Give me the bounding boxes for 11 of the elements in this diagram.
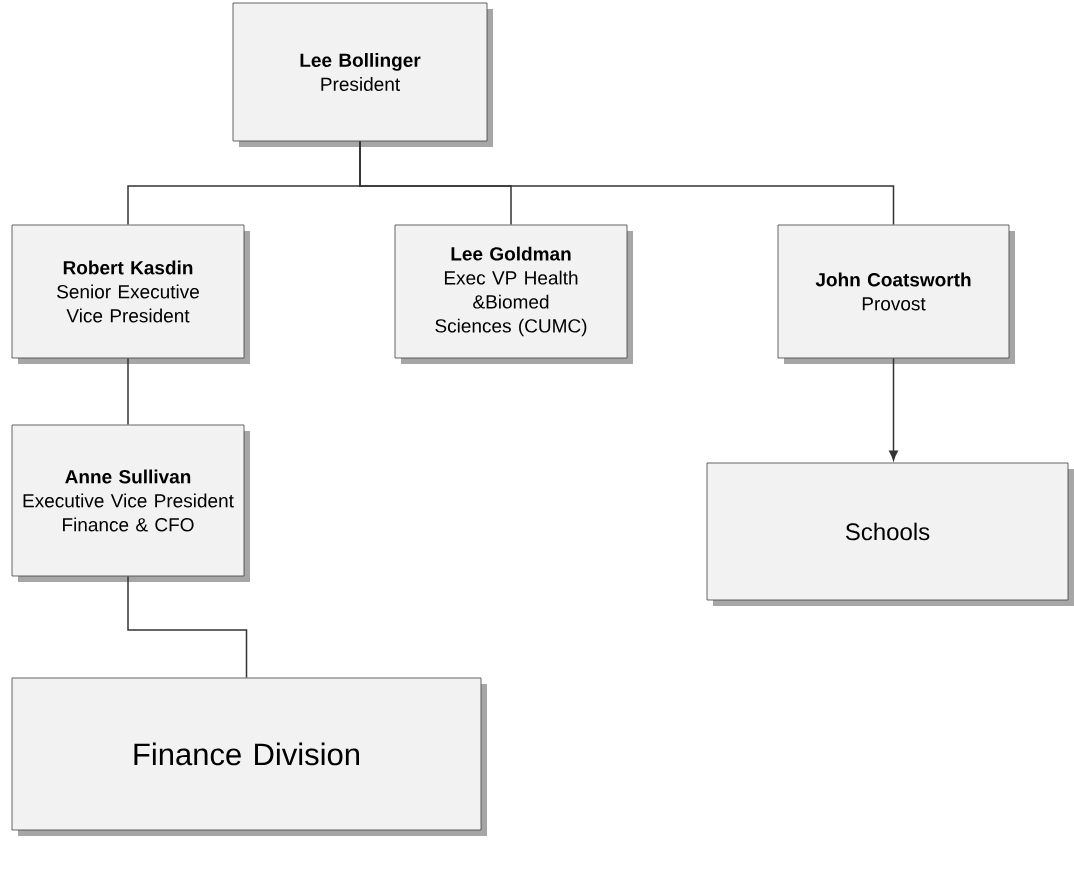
org-box: John Coatsworth Provost — [777, 224, 1015, 364]
org-box: Schools — [706, 462, 1074, 606]
org-box: Robert Kasdin Senior Executive Vice President — [11, 224, 250, 364]
connector — [889, 357, 898, 461]
connector — [127, 357, 129, 426]
org-box: Lee Goldman Exec VP Health &Biomed Sciences (CUMC) — [394, 224, 633, 364]
connector — [127, 575, 248, 679]
org-box: Finance Division — [11, 677, 487, 836]
org-box: Lee Bollinger President — [232, 2, 493, 147]
org-box: Anne Sullivan Executive Vice President Finance & CFO — [11, 424, 250, 582]
connector — [359, 140, 895, 226]
